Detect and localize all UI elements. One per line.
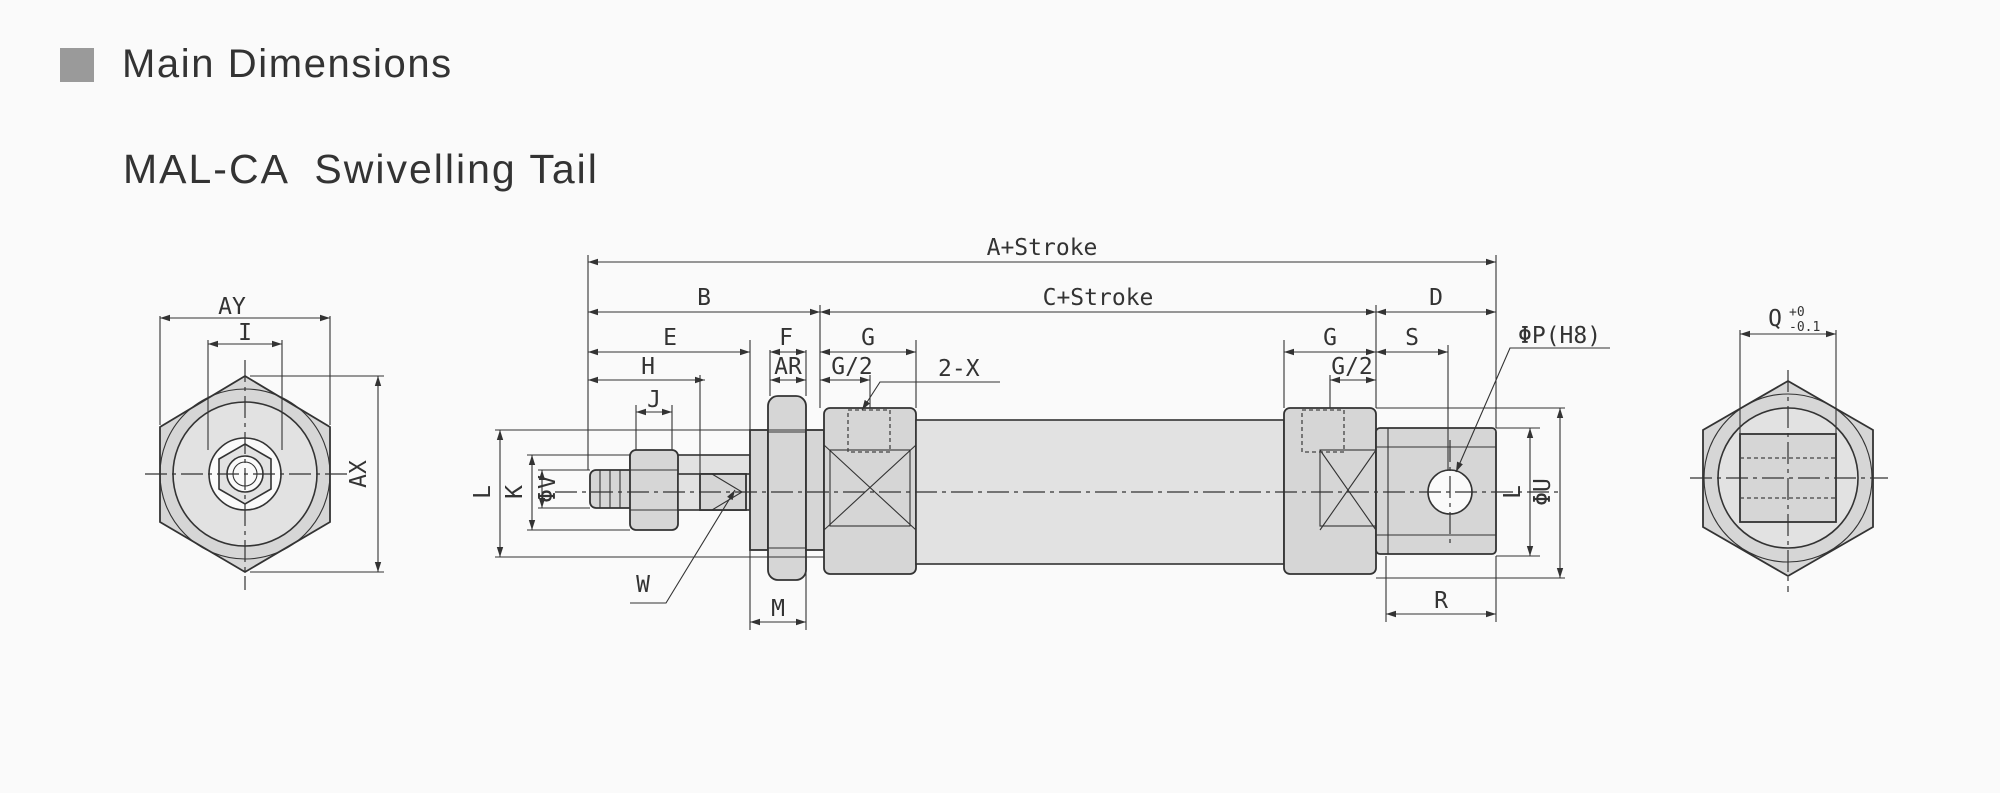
dim-label-q: Q — [1768, 306, 1782, 332]
dim-label-c-stroke: C+Stroke — [1043, 285, 1154, 311]
dim-label-j: J — [647, 387, 661, 413]
dim-label-l-left: L — [470, 485, 496, 499]
dim-label-m: M — [771, 596, 785, 622]
dim-label-b: B — [697, 285, 711, 311]
side-view — [495, 255, 1610, 630]
dim-label-2x: 2-X — [938, 356, 980, 382]
dim-label-g-right: G — [1323, 325, 1337, 351]
dim-label-ay: AY — [218, 294, 246, 320]
dim-label-v: ΦV — [535, 475, 561, 503]
dim-label-k: K — [502, 485, 528, 499]
dim-label-ar: AR — [774, 354, 802, 380]
dim-label-ax: AX — [346, 460, 372, 488]
dim-label-d: D — [1429, 285, 1443, 311]
square-bullet-icon — [60, 47, 94, 82]
rear-end-view — [1690, 330, 1888, 592]
dim-label-q-tol-upper: +0 — [1789, 305, 1805, 320]
dim-label-u: ΦU — [1530, 478, 1556, 506]
dim-label-s: S — [1405, 325, 1419, 351]
dim-label-w: W — [636, 572, 650, 598]
drawing-subtitle: MAL-CA Swivelling Tail — [123, 146, 599, 192]
front-end-view — [145, 314, 384, 590]
dim-label-p: ΦP(H8) — [1518, 323, 1601, 349]
dim-label-g2-left: G/2 — [831, 354, 873, 380]
dim-label-q-tol-lower: -0.1 — [1789, 320, 1820, 335]
dim-label-g2-right: G/2 — [1331, 354, 1373, 380]
section-title: Main Dimensions — [122, 42, 453, 86]
dim-label-f: F — [779, 325, 793, 351]
dim-label-l-right: L — [1500, 485, 1526, 499]
dim-label-r: R — [1434, 588, 1448, 614]
dim-label-e: E — [663, 325, 677, 351]
section-header: Main Dimensions — [60, 42, 453, 87]
dim-label-i: I — [238, 320, 252, 346]
dim-label-h: H — [641, 354, 655, 380]
dim-label-g-left: G — [861, 325, 875, 351]
dim-label-a-stroke: A+Stroke — [987, 235, 1098, 261]
